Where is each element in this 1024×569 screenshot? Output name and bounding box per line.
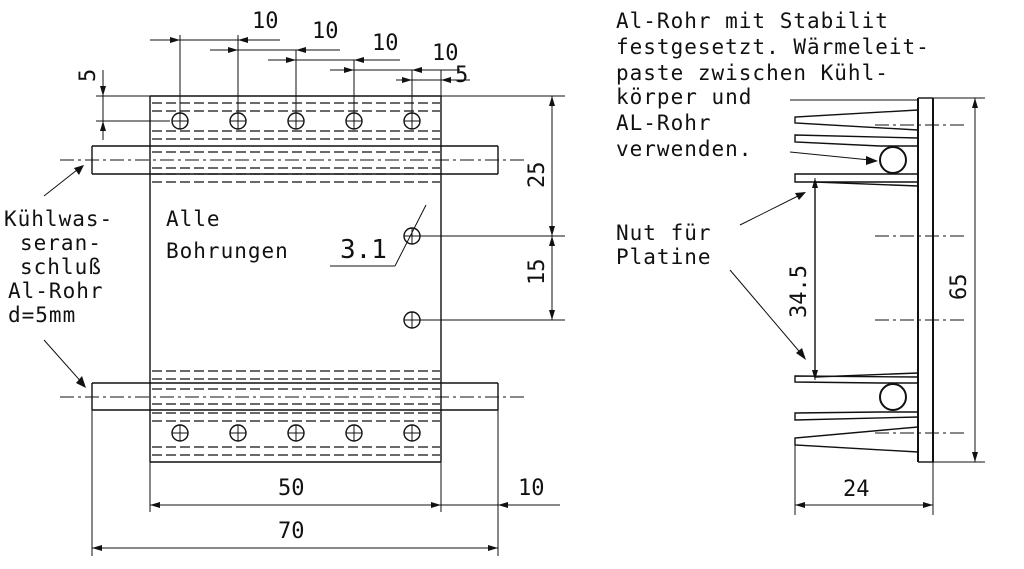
- leader-note-tube: [789, 151, 871, 161]
- dim-top-10-a: 10: [252, 9, 279, 34]
- drill-holes: [171, 112, 421, 442]
- note-line-2: festgesetzt. Wärmeleit-: [616, 35, 930, 59]
- label-kuehl-2: seran-: [20, 231, 102, 255]
- annotations: 10 10 10 10 5 5 25 15 50 10 70 24 65 34.…: [4, 9, 972, 544]
- note-line-4: körper und: [616, 85, 752, 109]
- right-dimensions: [420, 95, 565, 321]
- note-line-6: verwenden.: [616, 137, 752, 161]
- cooling-tube-top: [60, 145, 525, 175]
- dim-top-10-b: 10: [312, 19, 339, 44]
- label-nut-1: Nut für: [616, 221, 712, 245]
- top-dimensions: [150, 35, 470, 121]
- drill-hole: [403, 311, 421, 329]
- label-kuehl-1: Kühlwas-: [4, 207, 113, 231]
- dim-top-5: 5: [455, 63, 468, 88]
- dim-bottom-50: 50: [278, 476, 305, 501]
- dim-side-34-5: 34.5: [787, 265, 812, 318]
- label-kuehl-4: Al-Rohr: [8, 279, 104, 303]
- tube-top-section: [879, 146, 907, 174]
- dim-bottom-70: 70: [278, 519, 305, 544]
- leader-kuehl-bottom-arrow: [76, 376, 86, 388]
- left-dimension-5: [96, 70, 170, 140]
- dim-top-10-c: 10: [372, 31, 399, 56]
- drill-hole: [345, 424, 363, 442]
- dim-right-25: 25: [525, 162, 550, 189]
- drill-hole: [171, 424, 189, 442]
- drill-hole: [287, 424, 305, 442]
- label-kuehl-5: d=5mm: [8, 303, 76, 327]
- label-alle: Alle: [166, 207, 221, 231]
- dim-side-24: 24: [843, 477, 870, 502]
- side-centerlines: [875, 124, 965, 434]
- drill-hole: [229, 424, 247, 442]
- cooling-tube-bottom: [60, 382, 525, 411]
- leader-nut-bottom: [729, 269, 805, 358]
- note-line-3: paste zwischen Kühl-: [616, 61, 889, 85]
- dim-top-10-d: 10: [432, 41, 459, 66]
- note-line-1: Al-Rohr mit Stabilit: [616, 9, 889, 33]
- leader-nut-top: [739, 194, 801, 226]
- side-fins: [794, 109, 919, 453]
- drill-hole: [403, 424, 421, 442]
- bottom-dimensions: [91, 410, 560, 556]
- side-view: [729, 97, 985, 515]
- leader-kuehl-top-arrow: [74, 165, 84, 175]
- dim-side-65: 65: [947, 274, 972, 301]
- dim-right-15: 15: [525, 259, 550, 286]
- tube-bottom-section: [879, 383, 907, 411]
- label-bohr-dia: 3.1: [340, 235, 387, 265]
- dim-left-5: 5: [76, 69, 101, 82]
- drill-hole: [403, 227, 421, 245]
- leader-kuehl-top: [43, 165, 83, 197]
- label-kuehl-3: schluß: [20, 255, 102, 279]
- note-line-5: AL-Rohr: [616, 111, 712, 135]
- fins-bottom: [152, 370, 440, 456]
- label-nut-2: Platine: [616, 245, 712, 269]
- label-bohrungen: Bohrungen: [166, 239, 289, 263]
- front-view: [43, 35, 565, 556]
- leader-bohrung: [394, 204, 427, 267]
- dim-bottom-10: 10: [518, 476, 545, 501]
- leader-kuehl-bottom: [43, 339, 85, 386]
